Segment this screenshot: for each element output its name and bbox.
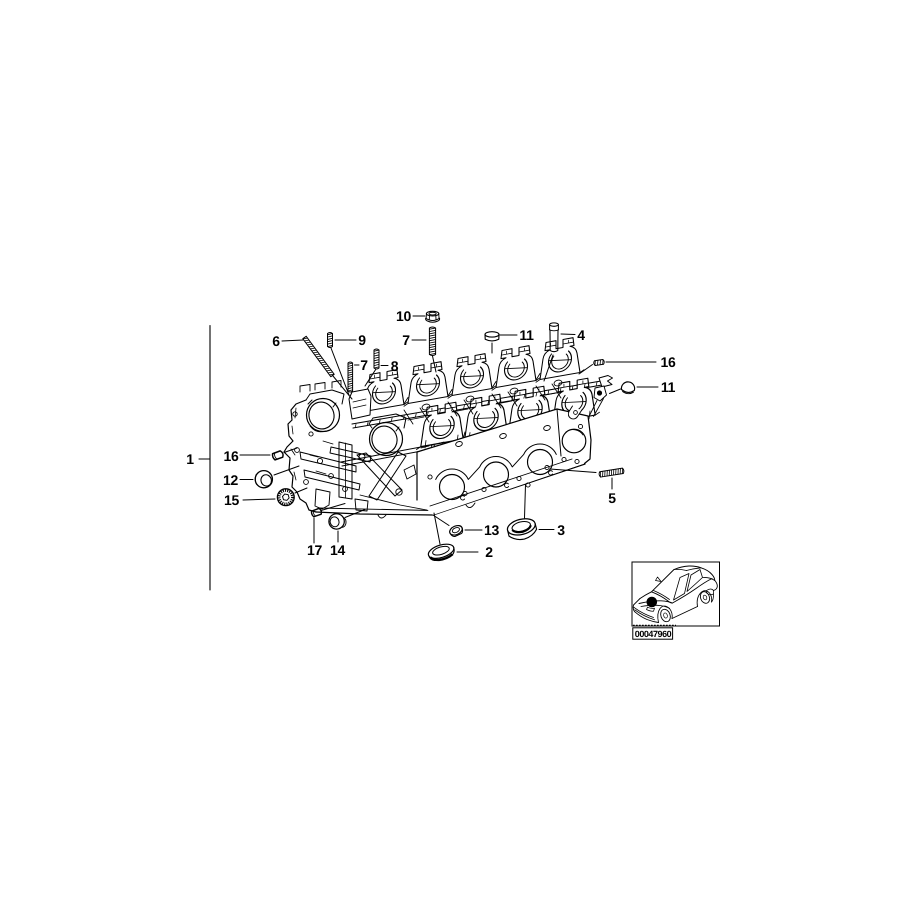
part-plug-16b [593, 359, 605, 366]
leader-lines [239, 315, 659, 553]
rear-brackets [567, 385, 607, 420]
part-seal-3 [506, 518, 538, 541]
bore-housing-1 [305, 389, 345, 405]
leader-9b [330, 347, 350, 396]
part-plug-11b [620, 381, 636, 395]
callout-11-right[interactable]: 11 [660, 379, 676, 395]
part-seal-2 [427, 543, 455, 562]
callout-14[interactable]: 14 [330, 541, 345, 558]
leader-17b [320, 503, 346, 511]
callout-6[interactable]: 6 [272, 332, 280, 349]
part-stud-7a [428, 326, 437, 356]
part-nut-10 [425, 310, 441, 323]
leader-4a [560, 333, 576, 335]
part-pin-17 [310, 507, 323, 518]
part-icons [254, 310, 636, 562]
part-stud-7b [347, 361, 354, 393]
part-stud-8 [373, 348, 380, 370]
part-stud-9 [327, 332, 333, 348]
callout-8[interactable]: 8 [390, 357, 399, 374]
cam-tower-back-4 [491, 343, 541, 391]
part-guide-4 [548, 322, 560, 353]
leader-5a [549, 468, 597, 473]
cam-tower-back-2 [403, 359, 453, 407]
part-plug-16a [271, 450, 284, 461]
part-stud-6 [302, 335, 335, 378]
part-bushing-12 [254, 469, 274, 489]
back-row-left-block [348, 388, 372, 420]
car-drawing [632, 565, 718, 623]
part-bushing-14 [328, 513, 347, 530]
callout-4[interactable]: 4 [577, 326, 585, 343]
stamp-code: 00047960 [634, 628, 672, 639]
callout-17[interactable]: 17 [307, 541, 322, 558]
callout-5[interactable]: 5 [608, 490, 616, 506]
leader-2b [433, 512, 441, 545]
leader-13b [432, 514, 450, 526]
leader-3b [524, 484, 526, 519]
callout-11-top[interactable]: 11 [519, 326, 534, 343]
part-cap-11a [484, 331, 500, 342]
leader-14b [344, 509, 366, 518]
end-facet-bore [561, 428, 587, 454]
stamp-box [632, 627, 674, 640]
leader-16b-b [578, 364, 593, 375]
part-cap-13 [449, 524, 464, 537]
callout-1-bracket [198, 324, 211, 591]
leader-4b [543, 354, 554, 382]
cam-tower-back-5 [535, 335, 585, 383]
cam-tower-back-3 [447, 351, 497, 399]
leader-6a [281, 339, 304, 342]
callout-3[interactable]: 3 [557, 522, 565, 538]
callout-10[interactable]: 10 [396, 308, 411, 324]
part-plug-15 [276, 488, 295, 507]
callout-9[interactable]: 9 [358, 332, 366, 348]
cam-front-bore-intake [305, 397, 341, 433]
callout-1[interactable]: 1 [186, 451, 194, 467]
leader-8b [364, 368, 377, 387]
leader-15a [242, 498, 276, 501]
cam-front-bore-exhaust [368, 421, 404, 457]
leader-15b [294, 487, 308, 494]
bore-housing-2 [368, 413, 407, 429]
car-thumbnail [631, 561, 720, 640]
side-face [416, 408, 592, 515]
callout-16-left[interactable]: 16 [223, 447, 239, 464]
front-face [283, 399, 433, 513]
callout-2[interactable]: 2 [485, 544, 493, 560]
callout-16-right[interactable]: 16 [660, 354, 676, 370]
callout-13[interactable]: 13 [484, 522, 499, 538]
cylinder-head-drawing [283, 335, 613, 519]
callout-12[interactable]: 12 [223, 471, 238, 488]
deck-band [420, 425, 551, 449]
leader-11b-b [609, 388, 621, 394]
leader-7a-b [432, 355, 437, 373]
engine-location-dot [646, 596, 658, 608]
callout-15[interactable]: 15 [224, 492, 239, 508]
leader-12b [273, 465, 300, 476]
callout-7-top[interactable]: 7 [402, 332, 410, 348]
leader-16a-b [283, 447, 298, 453]
part-stud-5 [598, 467, 625, 478]
callout-7-mid[interactable]: 7 [360, 357, 368, 373]
